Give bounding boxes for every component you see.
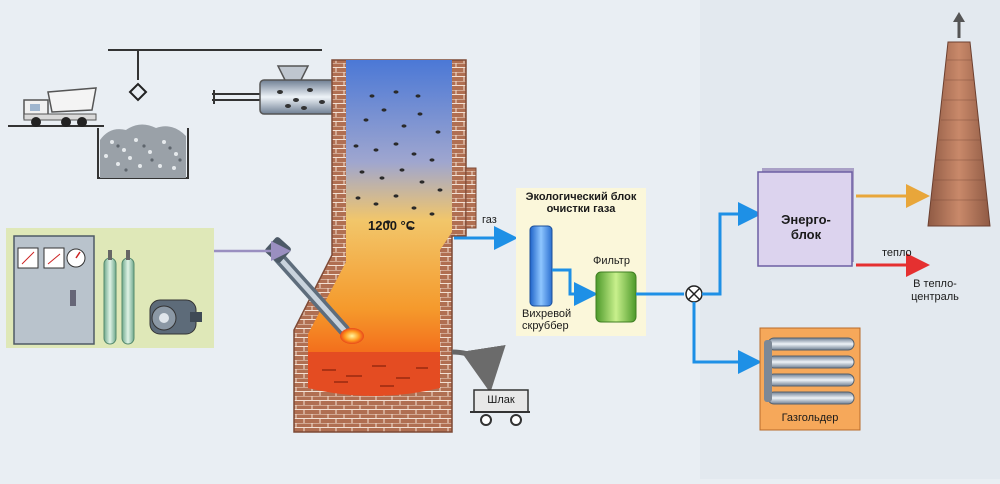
energy-block-label: Энерго- блок (760, 212, 852, 242)
melt-pool (308, 352, 440, 396)
gasholder (759, 327, 861, 431)
slag-label: Шлак (487, 394, 515, 406)
heat-center-label-line1: В тепло- (913, 278, 957, 290)
scrubber-label-line2: скруббер (522, 320, 569, 332)
gasholder-label: Газгольдер (781, 412, 839, 424)
eco-block-title: Экологический блок очистки газа (518, 191, 644, 215)
scrubber-label-line1: Вихревой (522, 308, 572, 320)
eco-block-title-line2: очистки газа (546, 203, 616, 215)
exhaust-up-arrow (953, 12, 965, 22)
waste-particles (353, 90, 443, 230)
eco-cleaning-block (516, 188, 646, 336)
junction-icon (685, 285, 703, 303)
plasma-power-equipment (6, 228, 214, 348)
eco-block-title-line1: Экологический блок (525, 191, 637, 203)
energy-block-label-line2: блок (790, 227, 822, 242)
furnace (293, 59, 477, 433)
furnace-chamber (308, 60, 452, 352)
temperature-label: 1200 °C (368, 218, 416, 233)
filter-label: Фильтр (593, 255, 630, 267)
energy-block-label-line1: Энерго- (781, 212, 831, 227)
heat-center-label: В тепло- централь (890, 278, 980, 304)
gas-label: газ (482, 214, 497, 226)
flame-icon (340, 328, 364, 344)
heat-center-label-line2: централь (911, 291, 959, 303)
chimney (927, 12, 991, 227)
slag-cart (451, 344, 530, 426)
energy-block (757, 168, 854, 267)
dump-truck-icon (8, 87, 104, 127)
filter (595, 271, 637, 323)
waste-bunker (97, 124, 189, 179)
gas-line-to-gasholder (692, 302, 762, 374)
vortex-scrubber (529, 225, 553, 307)
scrubber-label: Вихревой скруббер (522, 308, 571, 332)
heat-label: тепло (882, 247, 912, 259)
crane-grab-icon (128, 82, 148, 102)
gas-line-to-energy (702, 202, 762, 296)
